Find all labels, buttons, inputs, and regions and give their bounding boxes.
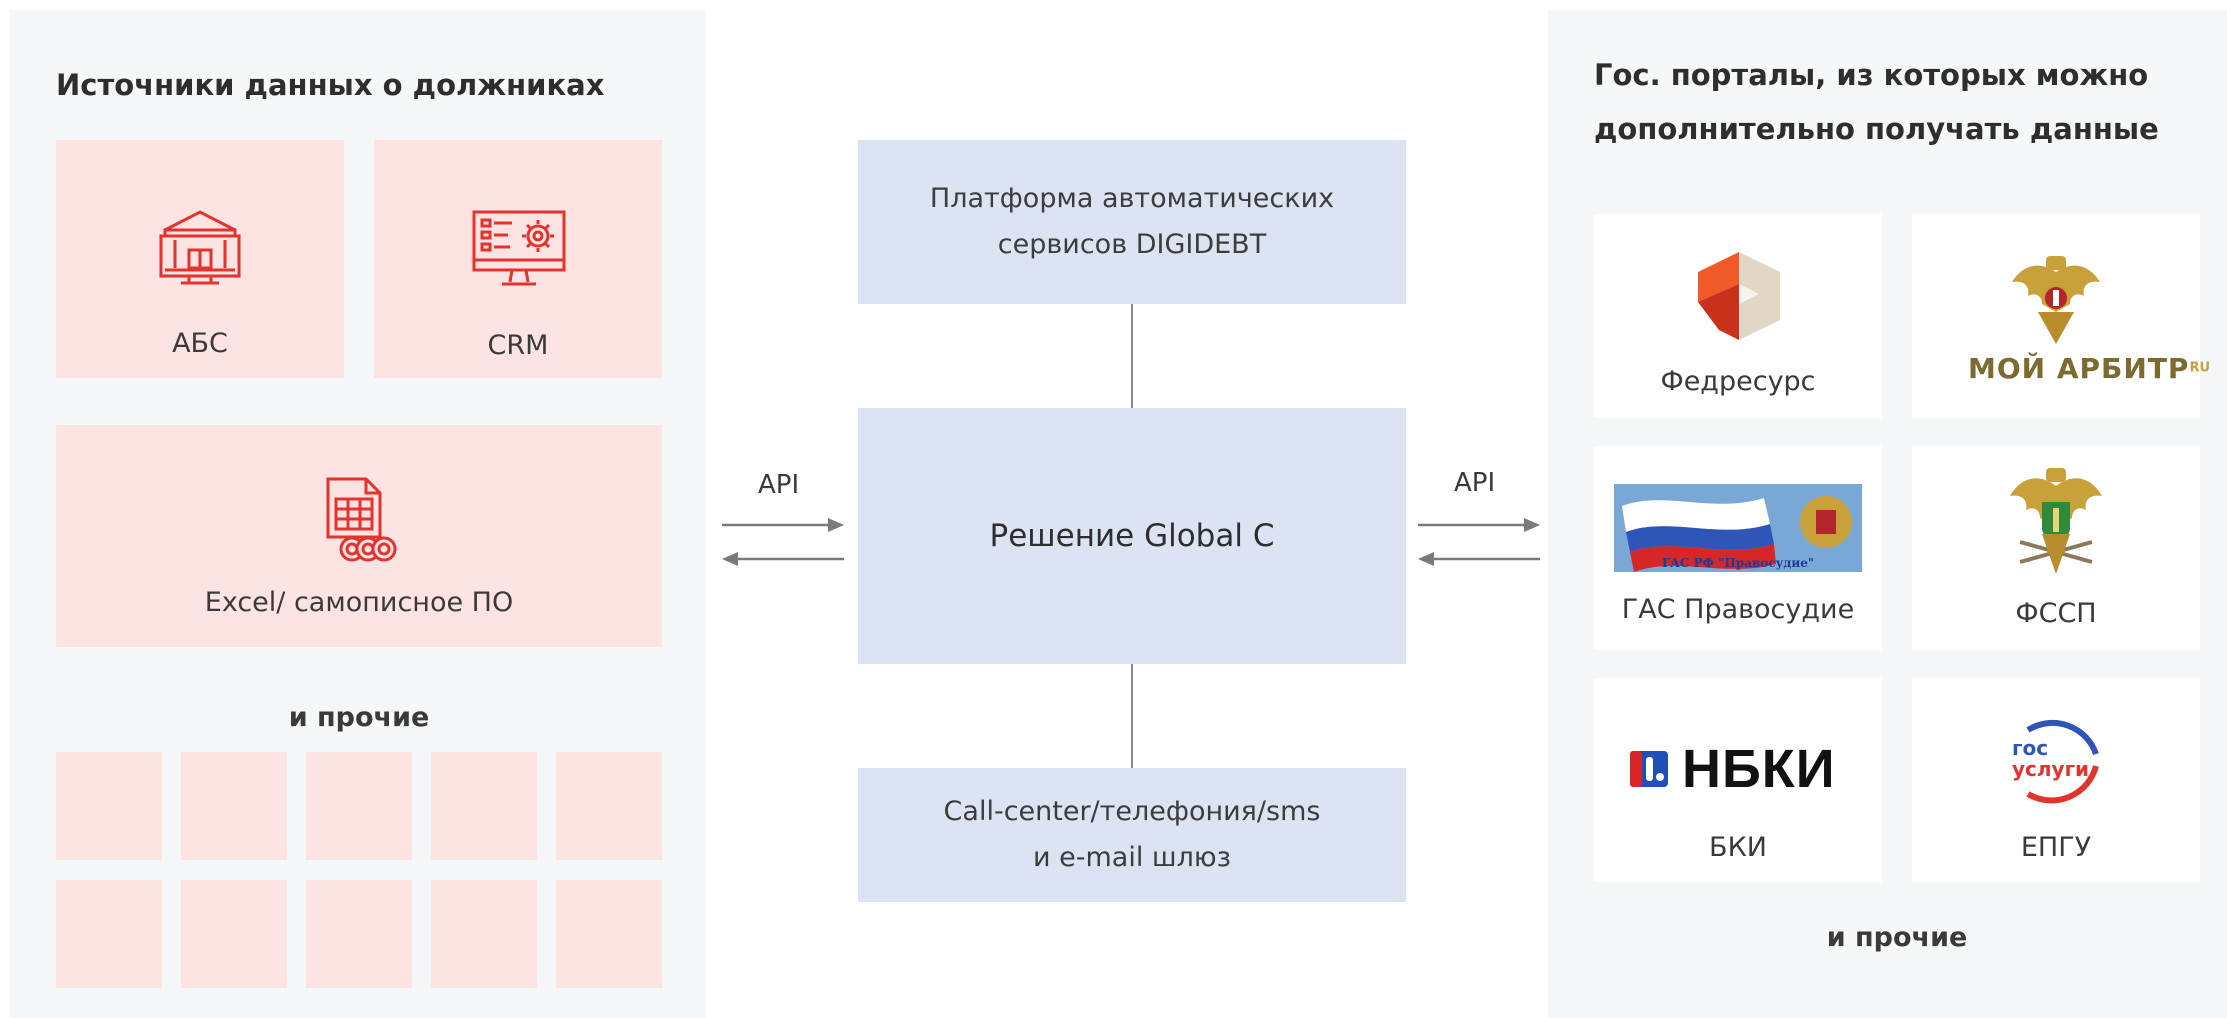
placeholder-tile	[431, 880, 537, 988]
placeholder-tile	[56, 880, 162, 988]
placeholder-tile	[56, 752, 162, 860]
api-left-label: API	[758, 470, 800, 500]
fedresurs-logo	[1694, 250, 1784, 342]
gas-flag-banner: ГАС РФ "Правосудие"	[1614, 484, 1862, 572]
excel-card: Excel/ самописное ПО	[56, 425, 662, 647]
bank-icon	[159, 208, 241, 286]
abs-label: АБС	[172, 328, 228, 359]
callcenter-label: Call-center/телефония/sms и e-mail шлюз	[943, 796, 1321, 873]
digidebt-platform-block: Платформа автоматических сервисов DIGIDE…	[858, 140, 1406, 304]
placeholder-tile	[431, 752, 537, 860]
fedresurs-card: Федресурс	[1594, 214, 1882, 418]
placeholder-tile	[181, 752, 287, 860]
callcenter-block: Call-center/телефония/sms и e-mail шлюз	[858, 768, 1406, 902]
moy-arbitr-sup: RU	[2189, 360, 2211, 376]
fedresurs-label: Федресурс	[1660, 366, 1816, 397]
gosuslugi-bottom-text: услуги	[2012, 757, 2090, 781]
placeholder-tile	[181, 880, 287, 988]
fssp-label: ФССП	[2015, 598, 2097, 629]
bidirectional-arrows-left	[720, 514, 846, 568]
crm-monitor-gear-icon	[472, 210, 566, 288]
api-right-label: API	[1454, 468, 1496, 498]
epgu-card: гос услуги ЕПГУ	[1912, 678, 2200, 882]
abs-card: АБС	[56, 140, 344, 378]
nbki-logo: НБКИ	[1630, 742, 1836, 796]
gosuslugi-top-text: гос	[2012, 736, 2049, 760]
gas-banner-text: ГАС РФ "Правосудие"	[1661, 556, 1815, 570]
placeholder-tile	[306, 880, 412, 988]
gosuslugi-logo: гос услуги	[2006, 710, 2106, 810]
data-sources-panel: Источники данных о должниках АБС	[10, 10, 706, 1018]
nbki-mark-icon	[1630, 751, 1668, 787]
right-others-label: и прочие	[1826, 922, 1968, 953]
bidirectional-arrows-right	[1416, 514, 1542, 568]
placeholder-tile	[306, 752, 412, 860]
bki-card: НБКИ БКИ	[1594, 678, 1882, 882]
global-c-solution-label: Решение Global C	[989, 518, 1275, 554]
left-others-label: и прочие	[288, 702, 430, 733]
moy-arbitr-card: МОЙ АРБИТРRU	[1912, 214, 2210, 418]
global-c-solution-block: Решение Global C	[858, 408, 1406, 664]
fssp-card: ФССП	[1912, 446, 2200, 650]
fssp-emblem-icon	[2006, 462, 2106, 578]
moy-arbitr-text: МОЙ АРБИТР	[1968, 352, 2190, 385]
placeholder-tile	[556, 752, 662, 860]
data-sources-title: Источники данных о должниках	[56, 68, 605, 102]
gas-pravosudie-label: ГАС Правосудие	[1621, 594, 1855, 625]
nbki-wordmark: НБКИ	[1682, 739, 1836, 799]
spreadsheet-coins-icon	[326, 477, 402, 563]
placeholder-tile	[556, 880, 662, 988]
gov-portals-title: Гос. порталы, из которых можно дополните…	[1594, 58, 2159, 146]
digidebt-platform-label: Платформа автоматических сервисов DIGIDE…	[929, 183, 1335, 260]
crm-label: CRM	[487, 330, 549, 361]
bki-label: БКИ	[1709, 832, 1767, 863]
connector-line-bottom	[1131, 664, 1133, 768]
epgu-label: ЕПГУ	[2020, 832, 2092, 863]
connector-line-top	[1131, 304, 1133, 408]
excel-label: Excel/ самописное ПО	[204, 587, 514, 618]
eagle-emblem-icon	[2008, 252, 2104, 348]
moy-arbitr-wordmark: МОЙ АРБИТРRU	[1968, 352, 2210, 385]
gov-portals-panel: Гос. порталы, из которых можно дополните…	[1548, 10, 2227, 1018]
gas-pravosudie-card: ГАС РФ "Правосудие" ГАС Правосудие	[1594, 446, 1882, 650]
crm-card: CRM	[374, 140, 662, 378]
